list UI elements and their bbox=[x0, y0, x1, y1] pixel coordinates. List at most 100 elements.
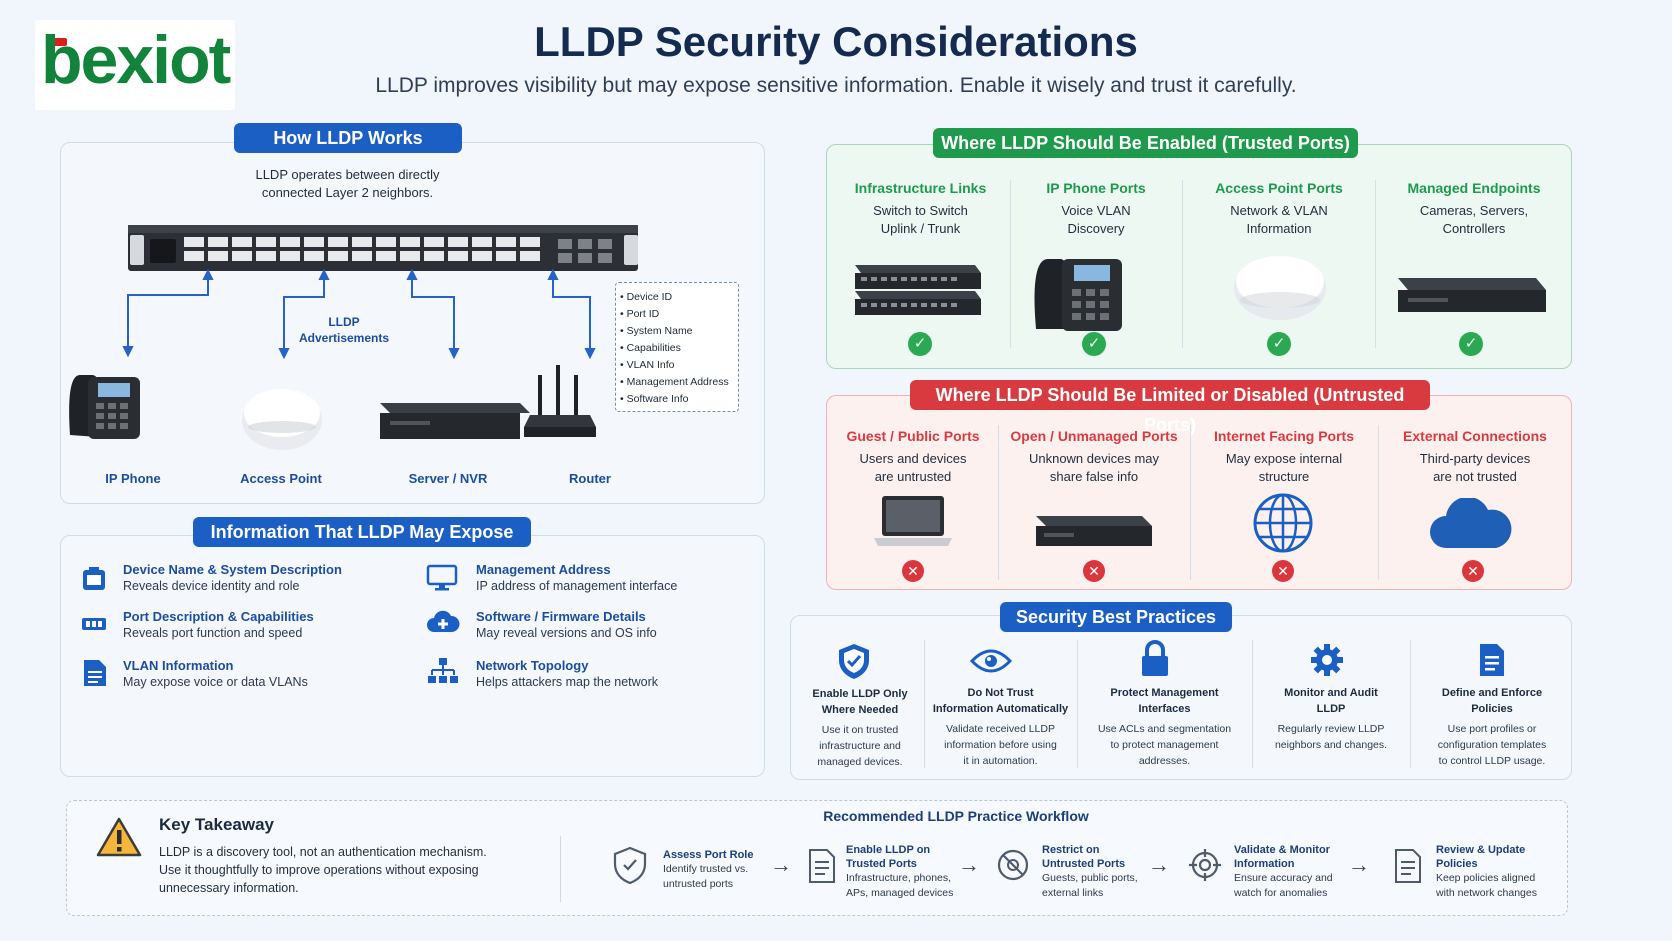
enabled-check-icon: ✓ bbox=[1459, 332, 1483, 356]
management-monitor-icon bbox=[426, 564, 458, 591]
workflow-step-title-2: Untrusted Ports bbox=[1042, 858, 1126, 870]
trusted-ports-heading: Where LLDP Should Be Enabled (Trusted Po… bbox=[933, 128, 1358, 158]
trusted-col-infrastructure: Infrastructure Links Switch to Switch Up… bbox=[833, 180, 1008, 238]
practice-desc-2: to protect management bbox=[1110, 739, 1219, 751]
device-label-access-point: Access Point bbox=[240, 471, 322, 486]
workflow-arrow-icon: → bbox=[1148, 852, 1170, 877]
takeaway-line1: LLDP is a discovery tool, not an authent… bbox=[159, 845, 487, 859]
practice-title-1: Do Not Trust bbox=[967, 687, 1034, 699]
workflow-step-desc-1: Guests, public ports, bbox=[1042, 872, 1138, 884]
attr-management-address: • Management Address bbox=[620, 376, 729, 388]
exposed-item-title: VLAN Information bbox=[123, 658, 234, 673]
untrusted-divider bbox=[998, 425, 999, 580]
workflow-step-assess: Assess Port Role Identify trusted vs. un… bbox=[663, 848, 775, 892]
lock-icon bbox=[1142, 640, 1168, 676]
practice-desc-1: Regularly review LLDP bbox=[1277, 723, 1385, 735]
device-name-icon bbox=[83, 567, 105, 590]
untrusted-col-guest: Guest / Public Ports Users and devices a… bbox=[830, 428, 996, 486]
untrusted-col-title: Open / Unmanaged Ports bbox=[1010, 428, 1178, 444]
exposed-item-title: Device Name & System Description bbox=[123, 562, 342, 577]
workflow-arrow-icon: → bbox=[958, 852, 980, 877]
trusted-col-ip-phone: IP Phone Ports Voice VLAN Discovery bbox=[1012, 180, 1180, 238]
attr-capabilities: • Capabilities bbox=[620, 342, 681, 354]
workflow-arrow-icon: → bbox=[770, 852, 792, 877]
untrusted-col-line2: structure bbox=[1258, 469, 1310, 484]
practice-title-2: Where Needed bbox=[821, 704, 899, 716]
practices-divider bbox=[1077, 640, 1078, 768]
untrusted-divider bbox=[1190, 425, 1191, 580]
attr-software-info: • Software Info bbox=[620, 393, 689, 405]
trusted-col-line2: Uplink / Trunk bbox=[880, 221, 961, 236]
shield-outline-icon bbox=[613, 846, 647, 884]
attr-vlan-info: • VLAN Info bbox=[620, 359, 675, 371]
practice-desc-2: information before using bbox=[944, 739, 1057, 751]
workflow-step-desc-2: APs, managed devices bbox=[846, 887, 954, 899]
untrusted-col-line2: share false info bbox=[1049, 469, 1139, 484]
takeaway-line2: Use it thoughtfully to improve operation… bbox=[159, 863, 479, 877]
exposed-item-title: Network Topology bbox=[476, 658, 589, 673]
practice-desc-1: Use port profiles or bbox=[1447, 723, 1537, 735]
enabled-check-icon: ✓ bbox=[908, 332, 932, 356]
trusted-col-title: Infrastructure Links bbox=[854, 180, 987, 196]
practice-title-1: Monitor and Audit bbox=[1284, 687, 1378, 699]
trusted-ports-panel bbox=[826, 144, 1572, 369]
device-label-router: Router bbox=[569, 471, 611, 486]
adv-label-line1: LLDP bbox=[328, 315, 360, 329]
practice-desc-3: addresses. bbox=[1138, 755, 1191, 767]
target-icon bbox=[1189, 849, 1221, 881]
how-lldp-works-heading: How LLDP Works bbox=[234, 123, 462, 153]
untrusted-col-line1: Users and devices bbox=[859, 451, 967, 466]
brand-logo: bexiot bbox=[35, 20, 235, 110]
practice-monitor-audit: Monitor and Audit LLDP Regularly review … bbox=[1254, 685, 1408, 753]
workflow-step-desc-1: Keep policies aligned bbox=[1436, 872, 1536, 884]
enabled-check-icon: ✓ bbox=[1267, 332, 1291, 356]
vlan-document-icon bbox=[84, 660, 106, 686]
practice-enable-where-needed: Enable LLDP Only Where Needed Use it on … bbox=[798, 686, 922, 770]
trusted-col-line1: Network & VLAN bbox=[1230, 203, 1328, 218]
shield-check-icon bbox=[839, 644, 869, 679]
practice-title-1: Protect Management bbox=[1110, 687, 1219, 699]
policy-document-icon bbox=[1480, 644, 1504, 676]
adv-label-line2: Advertisements bbox=[298, 331, 390, 345]
logo-accent bbox=[51, 38, 67, 46]
trusted-divider bbox=[1375, 180, 1376, 348]
page-title: LLDP Security Considerations bbox=[534, 18, 1138, 65]
workflow-step-desc-1: Identify trusted vs. bbox=[663, 863, 749, 875]
enabled-check-icon: ✓ bbox=[1082, 332, 1106, 356]
workflow-step-desc-2: watch for anomalies bbox=[1234, 887, 1328, 899]
topology-icon bbox=[428, 658, 458, 683]
trusted-col-access-point: Access Point Ports Network & VLAN Inform… bbox=[1185, 180, 1373, 238]
attr-port-id: • Port ID bbox=[620, 308, 660, 320]
untrusted-col-title: External Connections bbox=[1403, 428, 1547, 444]
workflow-step-desc-1: Ensure accuracy and bbox=[1234, 872, 1333, 884]
untrusted-col-internet: Internet Facing Ports May expose interna… bbox=[1192, 428, 1376, 486]
practice-title-2: LLDP bbox=[1316, 703, 1346, 715]
practice-desc-1: Use it on trusted bbox=[821, 724, 899, 736]
workflow-arrow-icon: → bbox=[1348, 852, 1370, 877]
page-subtitle: LLDP improves visibility but may expose … bbox=[375, 74, 1297, 97]
exposed-info-heading: Information That LLDP May Expose bbox=[193, 517, 531, 547]
exposed-item-desc: Reveals device identity and role bbox=[123, 579, 300, 593]
untrusted-col-title: Guest / Public Ports bbox=[846, 428, 980, 444]
workflow-step-desc-2: with network changes bbox=[1436, 887, 1537, 899]
lldp-attributes-box: • Device ID • Port ID • System Name • Ca… bbox=[615, 282, 739, 412]
policy-outline-icon bbox=[1395, 849, 1421, 883]
restrict-icon bbox=[997, 849, 1029, 881]
exposed-item-title: Management Address bbox=[476, 562, 611, 577]
exposed-item-desc: Helps attackers map the network bbox=[476, 675, 659, 689]
practice-title-2: Interfaces bbox=[1138, 703, 1191, 715]
exposed-item-title: Software / Firmware Details bbox=[476, 609, 646, 624]
practice-desc-3: it in automation. bbox=[963, 755, 1038, 767]
practices-divider bbox=[1252, 640, 1253, 768]
practices-divider bbox=[924, 640, 925, 768]
globe-icon bbox=[1253, 493, 1313, 553]
workflow-step-title-2: Information bbox=[1234, 858, 1295, 870]
best-practices-panel bbox=[790, 615, 1572, 780]
practice-desc-2: neighbors and changes. bbox=[1274, 739, 1388, 751]
exposed-item-management-address: Management Address IP address of managem… bbox=[476, 562, 756, 593]
warning-icon bbox=[96, 817, 142, 857]
practice-do-not-trust: Do Not Trust Information Automatically V… bbox=[926, 685, 1075, 769]
unmanaged-device-icon bbox=[1036, 516, 1152, 546]
workflow-step-title-1: Validate & Monitor bbox=[1234, 844, 1330, 856]
trusted-divider bbox=[1182, 180, 1183, 348]
